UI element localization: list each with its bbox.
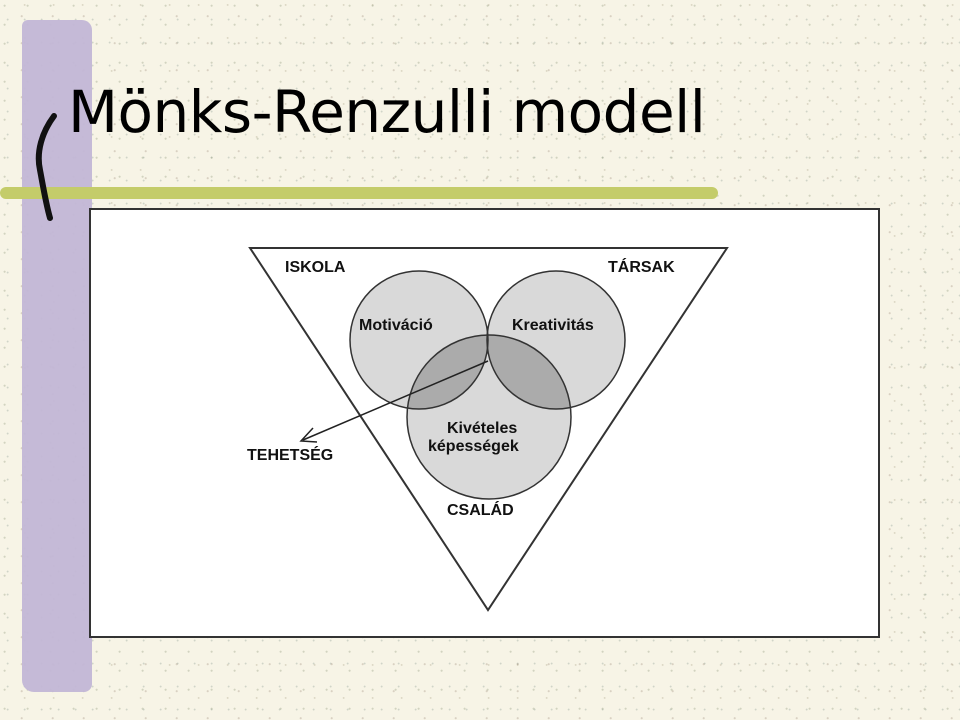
- label-talent: TEHETSÉG: [247, 445, 333, 464]
- label-peers: TÁRSAK: [608, 257, 675, 276]
- talent-pointer-arrow: [302, 360, 489, 441]
- ability-circle-outline: [406, 334, 572, 500]
- label-ability-line1: Kivételes: [447, 420, 517, 437]
- creativity-circle-outline: [486, 270, 626, 410]
- overlap-motivation-ability: [407, 335, 488, 409]
- diagram-frame: ISKOLA TÁRSAK Motiváció Kreativitás Kivé…: [89, 208, 880, 638]
- label-family: CSALÁD: [447, 500, 514, 519]
- motivation-circle-outline: [349, 270, 489, 410]
- arrowhead-icon: [299, 427, 318, 443]
- slide-title: Mönks-Renzulli modell: [68, 78, 706, 146]
- label-creativity: Kreativitás: [512, 317, 594, 334]
- context-triangle: [248, 247, 729, 612]
- overlap-creativity-ability: [487, 335, 571, 409]
- label-motivation: Motiváció: [359, 317, 433, 334]
- venn-diagram: ISKOLA TÁRSAK Motiváció Kreativitás Kivé…: [247, 247, 729, 612]
- label-school: ISKOLA: [285, 259, 346, 276]
- decorative-left-bar: [22, 20, 92, 692]
- decorative-bracket-icon: [35, 113, 57, 221]
- label-ability-line2: képességek: [428, 438, 519, 455]
- decorative-title-underline: [0, 187, 718, 199]
